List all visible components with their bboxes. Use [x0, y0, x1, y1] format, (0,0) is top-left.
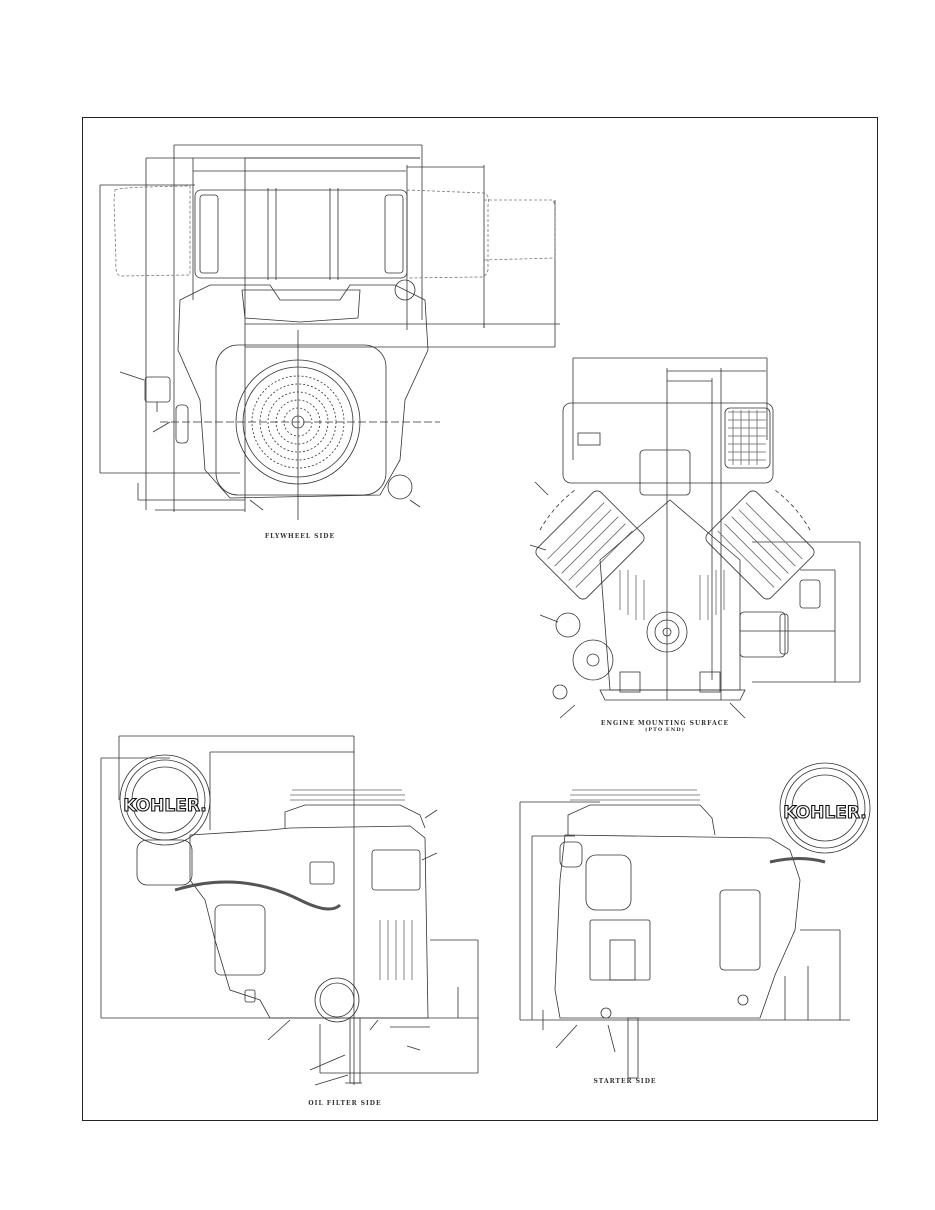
kohler-logo-right: KOHLER. — [783, 803, 866, 823]
view-label-starter-side: STARTER SIDE — [593, 1078, 657, 1085]
drawing-border — [82, 117, 878, 1121]
kohler-logo-left: KOHLER. — [123, 796, 206, 816]
mounting-surface-subtitle: (PTO END) — [644, 727, 686, 733]
view-label-engine-mounting-surface: ENGINE MOUNTING SURFACE (PTO END) — [600, 720, 730, 733]
mounting-surface-title: ENGINE MOUNTING SURFACE — [600, 720, 730, 727]
oil-filter-side-view: KOHLER. — [100, 735, 479, 1086]
flywheel-side-view — [99, 144, 560, 520]
view-label-oil-filter-side: OIL FILTER SIDE — [308, 1100, 382, 1107]
pto-end-view — [529, 357, 861, 719]
view-label-flywheel-side: FLYWHEEL SIDE — [264, 533, 336, 540]
starter-side-view: KOHLER. — [519, 762, 871, 1079]
